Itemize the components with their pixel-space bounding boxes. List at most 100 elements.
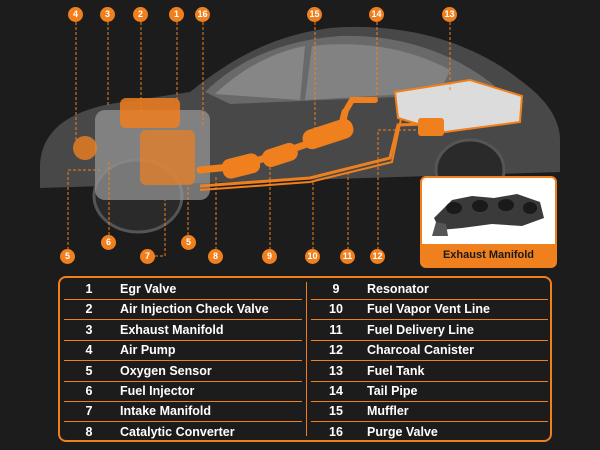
legend-column-divider <box>306 282 307 436</box>
legend-row-divider <box>64 319 302 321</box>
callout-1: 1 <box>169 7 184 22</box>
resonator-part <box>262 142 298 168</box>
legend-number: 2 <box>85 302 93 317</box>
legend-row: 9 Resonator <box>307 279 552 299</box>
legend-table: 1 Egr Valve 2 Air Injection Check Valve 3 Exh… <box>58 276 552 442</box>
callout-13: 13 <box>442 7 457 22</box>
tail-pipe-part <box>342 97 378 115</box>
muffler-part <box>302 118 354 150</box>
legend-row-divider <box>64 298 302 300</box>
inset-caption: Exhaust Manifold <box>422 244 555 266</box>
legend-part-name: Egr Valve <box>120 282 177 296</box>
callout-14: 14 <box>369 7 384 22</box>
exhaust-manifold-picture <box>432 194 544 236</box>
legend-row: 16 Purge Valve <box>307 422 552 442</box>
intake-runners <box>140 130 195 185</box>
legend-row-divider <box>64 339 302 341</box>
callout-4: 4 <box>68 7 83 22</box>
legend-number: 4 <box>85 343 93 358</box>
legend-row: 8 Catalytic Converter <box>60 422 306 442</box>
legend-number: 7 <box>85 404 93 419</box>
callout-3: 3 <box>100 7 115 22</box>
legend-part-name: Fuel Injector <box>120 384 195 398</box>
legend-number: 5 <box>85 363 93 378</box>
fuel-line-2 <box>199 113 403 191</box>
callout-5: 5 <box>60 249 75 264</box>
legend-row-divider <box>311 339 548 341</box>
legend-row: 14 Tail Pipe <box>307 381 552 401</box>
legend-number: 14 <box>329 384 343 398</box>
callout-2: 2 <box>133 7 148 22</box>
legend-part-name: Charcoal Canister <box>367 343 474 358</box>
leader-lines <box>67 22 451 257</box>
legend-part-name: Fuel Delivery Line <box>367 322 474 337</box>
legend-row: 3 Exhaust Manifold <box>60 320 306 340</box>
callout-11: 11 <box>340 249 355 264</box>
legend-row: 13 Fuel Tank <box>307 361 552 381</box>
legend-number: 12 <box>329 343 343 358</box>
legend-part-name: Intake Manifold <box>120 404 211 419</box>
exhaust-manifold-inset: Exhaust Manifold <box>420 176 557 268</box>
legend-row: 10 Fuel Vapor Vent Line <box>307 299 552 319</box>
callout-5-second: 5 <box>181 235 196 250</box>
engine-top <box>120 98 180 128</box>
legend-number: 15 <box>329 404 343 419</box>
legend-row-divider <box>311 380 548 382</box>
fuel-lines <box>199 122 426 188</box>
legend-part-name: Catalytic Converter <box>120 424 235 439</box>
air-pump-part <box>73 136 97 160</box>
legend-row: 6 Fuel Injector <box>60 381 306 401</box>
callout-12: 12 <box>370 249 385 264</box>
legend-part-name: Resonator <box>367 282 429 296</box>
legend-number: 8 <box>85 424 93 439</box>
legend-row-divider <box>64 380 302 382</box>
legend-row: 7 Intake Manifold <box>60 401 306 421</box>
legend-number: 11 <box>329 322 343 337</box>
callout-9: 9 <box>262 249 277 264</box>
legend-number: 10 <box>329 302 343 317</box>
callout-15: 15 <box>307 7 322 22</box>
legend-row: 5 Oxygen Sensor <box>60 361 306 381</box>
legend-part-name: Fuel Tank <box>367 363 425 378</box>
charcoal-canister-part <box>418 118 444 136</box>
callout-7: 7 <box>140 249 155 264</box>
legend-row-divider <box>311 400 548 402</box>
legend-row: 12 Charcoal Canister <box>307 340 552 360</box>
legend-row: 2 Air Injection Check Valve <box>60 299 306 319</box>
legend-number: 3 <box>85 322 93 337</box>
legend-row-divider <box>64 360 302 362</box>
callout-8: 8 <box>208 249 223 264</box>
callout-16: 16 <box>195 7 210 22</box>
legend-part-name: Oxygen Sensor <box>120 363 212 378</box>
legend-row-divider <box>311 421 548 423</box>
callout-6: 6 <box>101 235 116 250</box>
legend-part-name: Exhaust Manifold <box>120 322 224 337</box>
legend-left-column: 1 Egr Valve 2 Air Injection Check Valve 3 Exh… <box>60 278 306 440</box>
legend-part-name: Muffler <box>367 404 409 419</box>
legend-part-name: Air Injection Check Valve <box>120 302 269 317</box>
legend-number: 6 <box>85 384 93 398</box>
legend-number: 13 <box>329 363 343 378</box>
legend-row-divider <box>64 421 302 423</box>
legend-number: 16 <box>329 424 343 439</box>
legend-row-divider <box>311 319 548 321</box>
legend-row-divider <box>311 360 548 362</box>
legend-number: 9 <box>332 282 340 296</box>
catalytic-converter-part <box>221 153 261 179</box>
legend-part-name: Air Pump <box>120 343 176 358</box>
legend-part-name: Purge Valve <box>367 424 438 439</box>
legend-row: 4 Air Pump <box>60 340 306 360</box>
callout-10: 10 <box>305 249 320 264</box>
legend-row-divider <box>311 298 548 300</box>
legend-row-divider <box>64 400 302 402</box>
legend-row: 15 Muffler <box>307 401 552 421</box>
legend-number: 1 <box>85 282 93 296</box>
legend-row: 11 Fuel Delivery Line <box>307 320 552 340</box>
legend-part-name: Fuel Vapor Vent Line <box>367 302 490 317</box>
legend-row: 1 Egr Valve <box>60 279 306 299</box>
legend-part-name: Tail Pipe <box>367 384 418 398</box>
windshield <box>215 46 305 100</box>
legend-right-column: 9 Resonator 10 Fuel Vapor Vent Line 11 Fuel D… <box>307 278 552 440</box>
